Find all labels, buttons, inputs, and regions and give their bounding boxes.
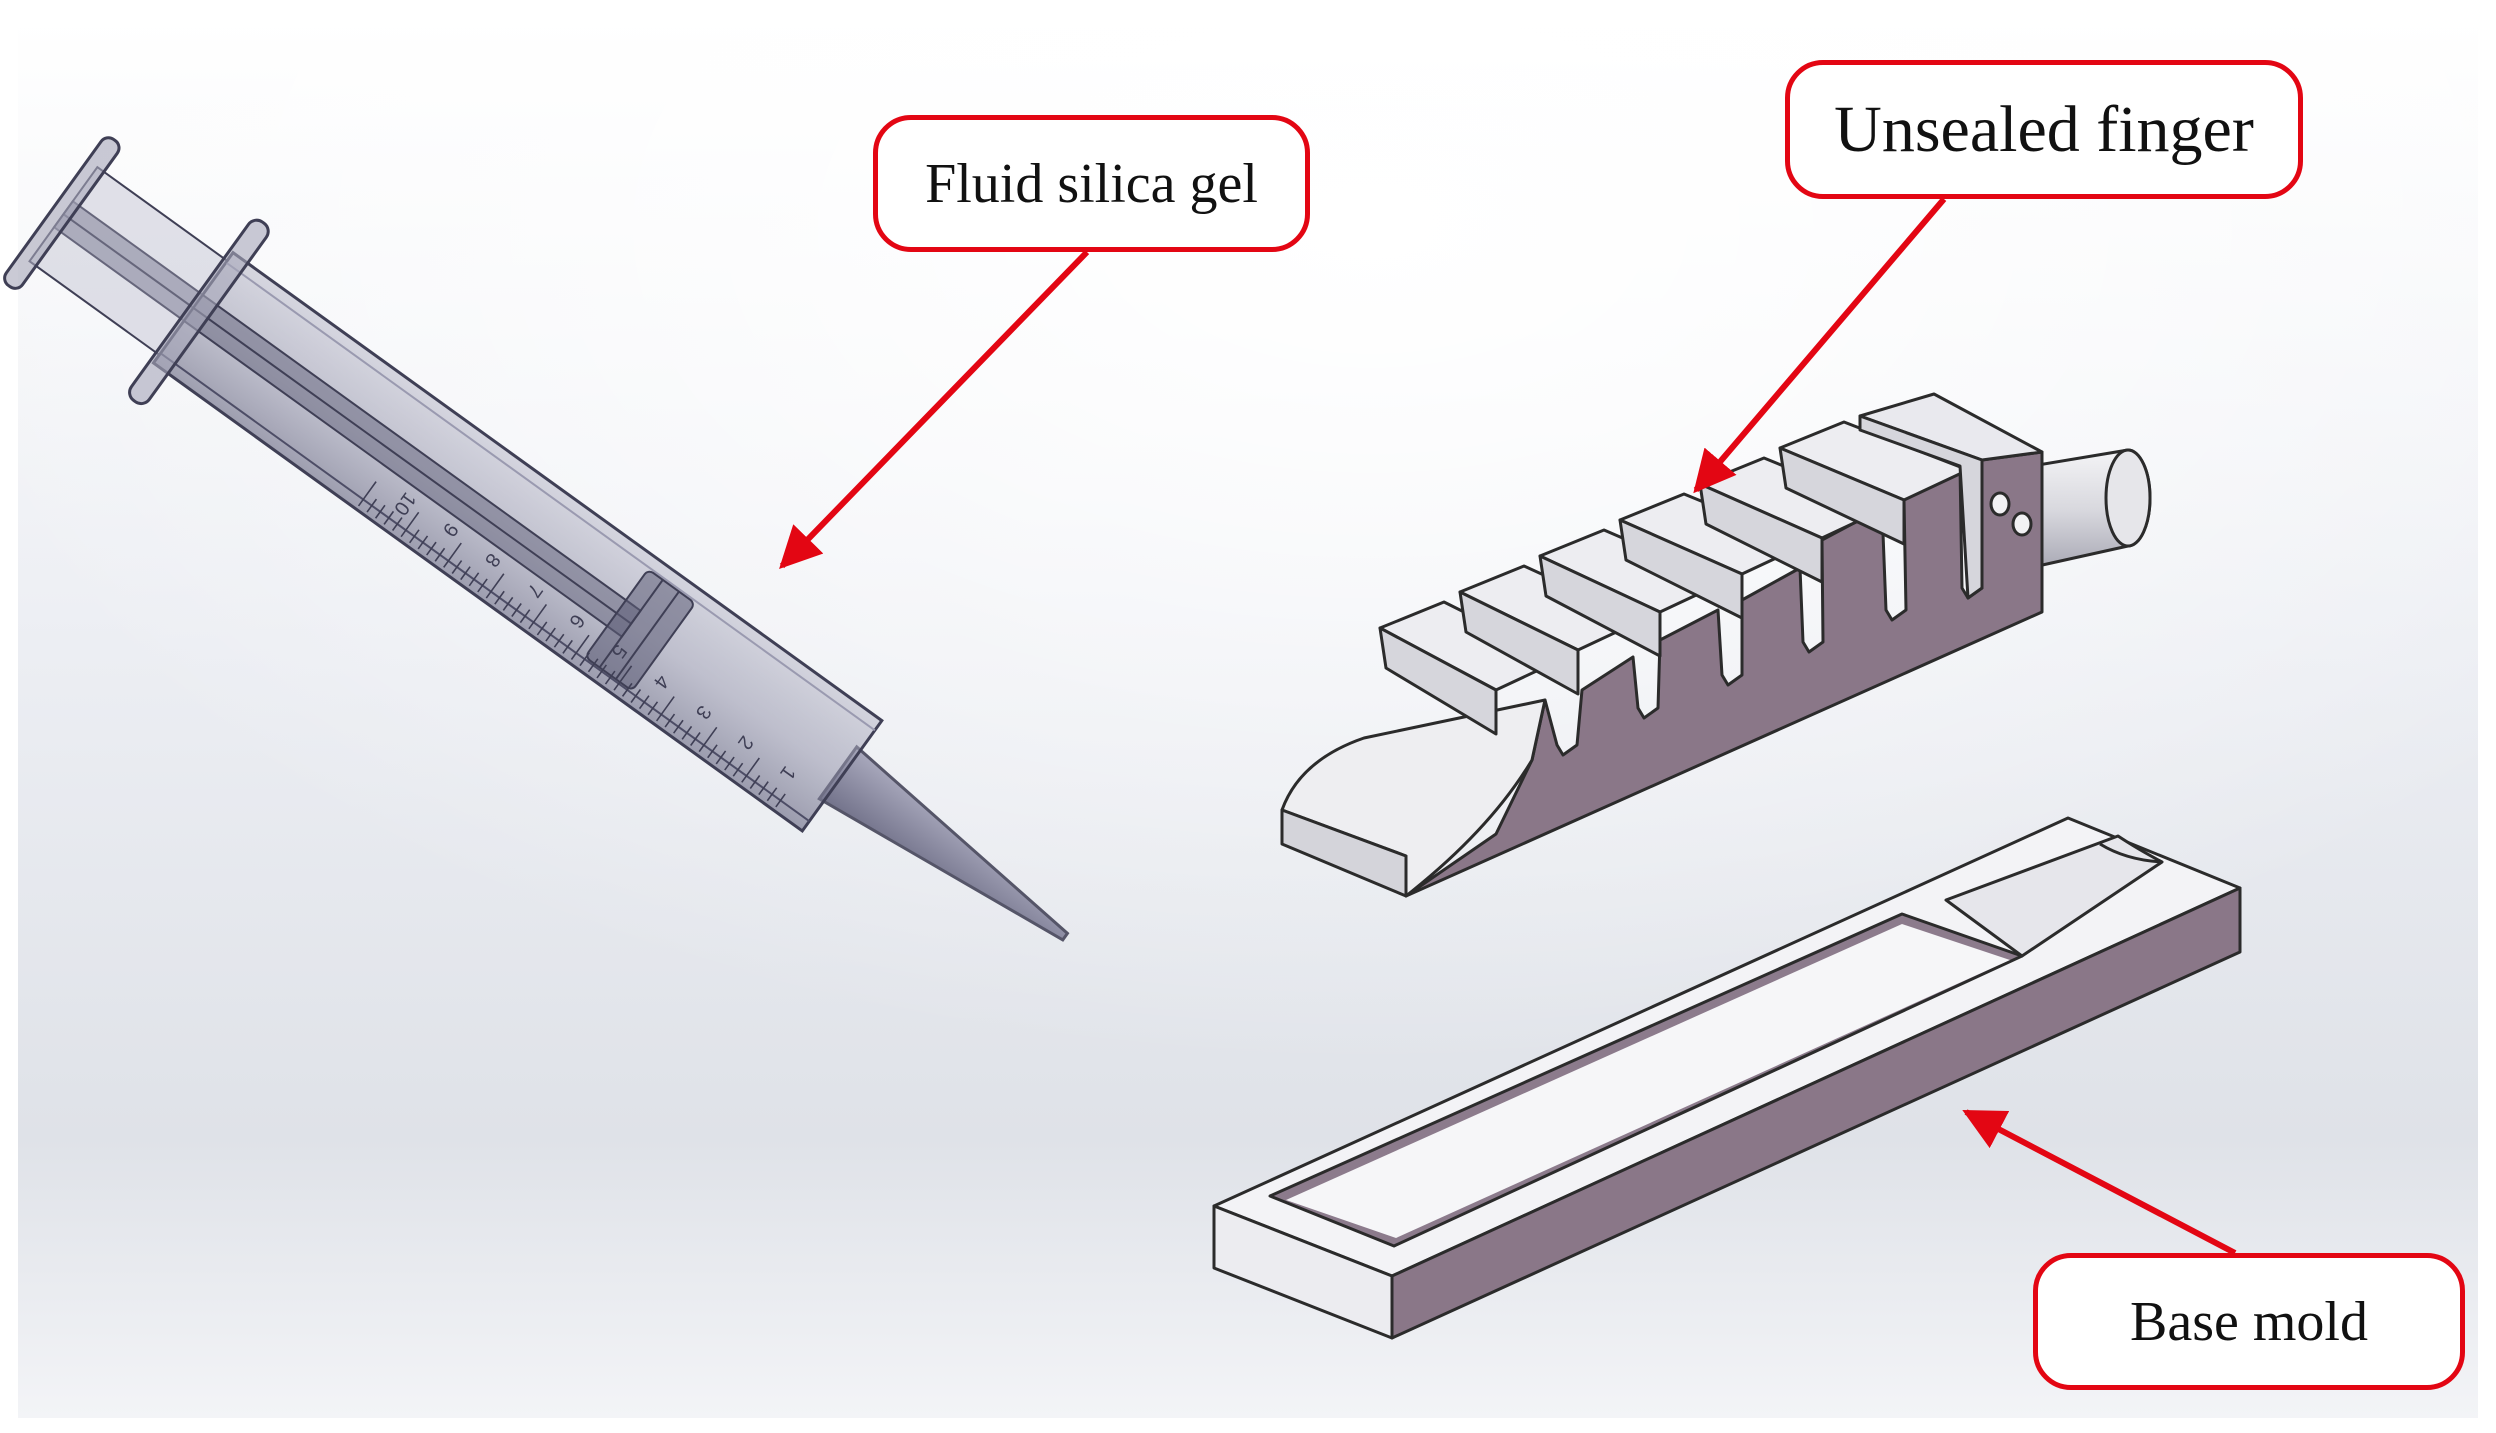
syringe-tick <box>468 572 480 587</box>
syringe-tick <box>494 590 505 605</box>
arrow-fluid-silica-gel <box>779 249 1090 570</box>
syringe-tick <box>707 744 718 759</box>
syringe-tick <box>374 504 386 519</box>
syringe-tick <box>562 639 573 654</box>
label-base-mold: Base mold <box>2033 1253 2465 1390</box>
syringe-tick <box>519 609 531 624</box>
arrow-unsealed-finger <box>1693 197 1947 494</box>
syringe-tick <box>681 725 693 740</box>
syringe-tick <box>724 756 735 771</box>
finger-segment-face <box>1538 554 1662 658</box>
syringe-tick <box>383 510 395 525</box>
syringe-tick <box>715 750 727 765</box>
syringe-tick <box>460 566 471 581</box>
syringe-tick <box>511 603 522 617</box>
finger-hole <box>1989 491 2011 517</box>
syringe-tick <box>426 541 437 556</box>
finger-segment-face <box>1778 446 1906 546</box>
finger-side-face <box>1404 450 2044 898</box>
syringe-tick <box>357 481 377 507</box>
syringe-tick <box>502 596 514 611</box>
syringe-tick <box>775 793 786 808</box>
syringe-tick <box>485 573 505 599</box>
finger-segment-face <box>1378 626 1498 736</box>
syringe-tick <box>579 652 590 667</box>
syringe-tick <box>613 665 633 691</box>
syringe-tick <box>690 732 701 746</box>
finger-segment-face <box>1458 590 1580 696</box>
syringe-tick <box>417 535 429 550</box>
syringe-finger-flange <box>128 218 270 406</box>
syringe-tick <box>630 689 642 703</box>
syringe-tick <box>366 498 378 513</box>
syringe-tick <box>698 726 718 753</box>
syringe-tick <box>621 682 633 697</box>
syringe-tick <box>604 670 616 685</box>
syringe-plunger-seal <box>586 570 694 690</box>
label-fluid-silica-gel: Fluid silica gel <box>873 115 1310 252</box>
syringe-tick <box>766 787 778 802</box>
syringe-tick <box>391 517 403 531</box>
arrow-base-mold <box>1962 1109 2237 1256</box>
syringe-tick <box>587 658 599 673</box>
finger-nose <box>1280 698 1547 898</box>
syringe-tick <box>451 560 463 574</box>
syringe-tick <box>758 781 769 796</box>
syringe-tick <box>434 547 446 562</box>
label-unsealed-finger-text: Unsealed finger <box>1834 92 2254 166</box>
syringe-tick <box>638 695 650 710</box>
finger-hole <box>2011 511 2033 537</box>
syringe-tick <box>400 511 420 538</box>
syringe-tick <box>655 696 675 722</box>
syringe-tick <box>749 775 761 789</box>
syringe-tick <box>408 529 420 544</box>
syringe-tick <box>528 603 548 630</box>
finger-segment-face <box>1698 482 1824 584</box>
syringe-tick <box>570 634 590 660</box>
finger-segment-face <box>1618 518 1744 620</box>
syringe-tick <box>443 542 462 568</box>
base-mold <box>1212 816 2242 1340</box>
label-unsealed-finger: Unsealed finger <box>1785 60 2303 199</box>
syringe-tick <box>545 627 556 642</box>
syringe-tick <box>553 633 565 648</box>
syringe-tick <box>741 757 760 783</box>
mold-end-face <box>1212 1204 1394 1340</box>
syringe-plunger-flange <box>3 136 121 290</box>
syringe-tick <box>477 578 488 593</box>
syringe-tick <box>647 701 659 716</box>
unsealed-finger <box>1280 392 2152 898</box>
label-base-mold-text: Base mold <box>2130 1290 2368 1353</box>
callout-arrows <box>779 197 2237 1256</box>
syringe-tick <box>672 719 684 734</box>
label-fluid-silica-gel-text: Fluid silica gel <box>925 152 1258 215</box>
syringe-tick <box>664 713 676 728</box>
syringe-tick <box>596 664 608 679</box>
syringe-tick <box>536 621 548 636</box>
finger-segments <box>1378 420 1970 736</box>
syringe-tick <box>732 762 744 777</box>
syringe-graduations <box>357 481 786 808</box>
